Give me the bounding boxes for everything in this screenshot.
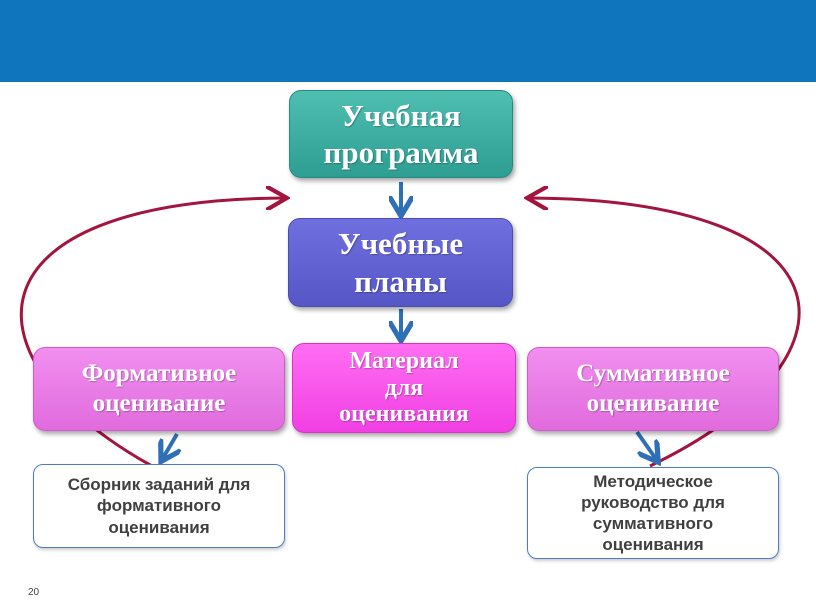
slide-number: 20: [28, 587, 40, 598]
curriculum-node: Учебная программа: [289, 90, 513, 178]
header-band: [0, 0, 816, 82]
formative-assessment-node: Формативное оценивание: [33, 347, 285, 431]
formative-tasks-collection-node: Сборник заданий для формативного оценива…: [33, 464, 285, 548]
study-plans-node: Учебные планы: [288, 218, 513, 307]
formative-to-collection-arrow: [163, 432, 177, 458]
summative-to-guide-arrow: [635, 430, 656, 459]
summative-guide-node: Методическое руководство для суммативног…: [527, 467, 779, 559]
assessment-material-node: Материал для оценивания: [292, 343, 516, 433]
summative-assessment-node: Суммативное оценивание: [527, 347, 779, 431]
